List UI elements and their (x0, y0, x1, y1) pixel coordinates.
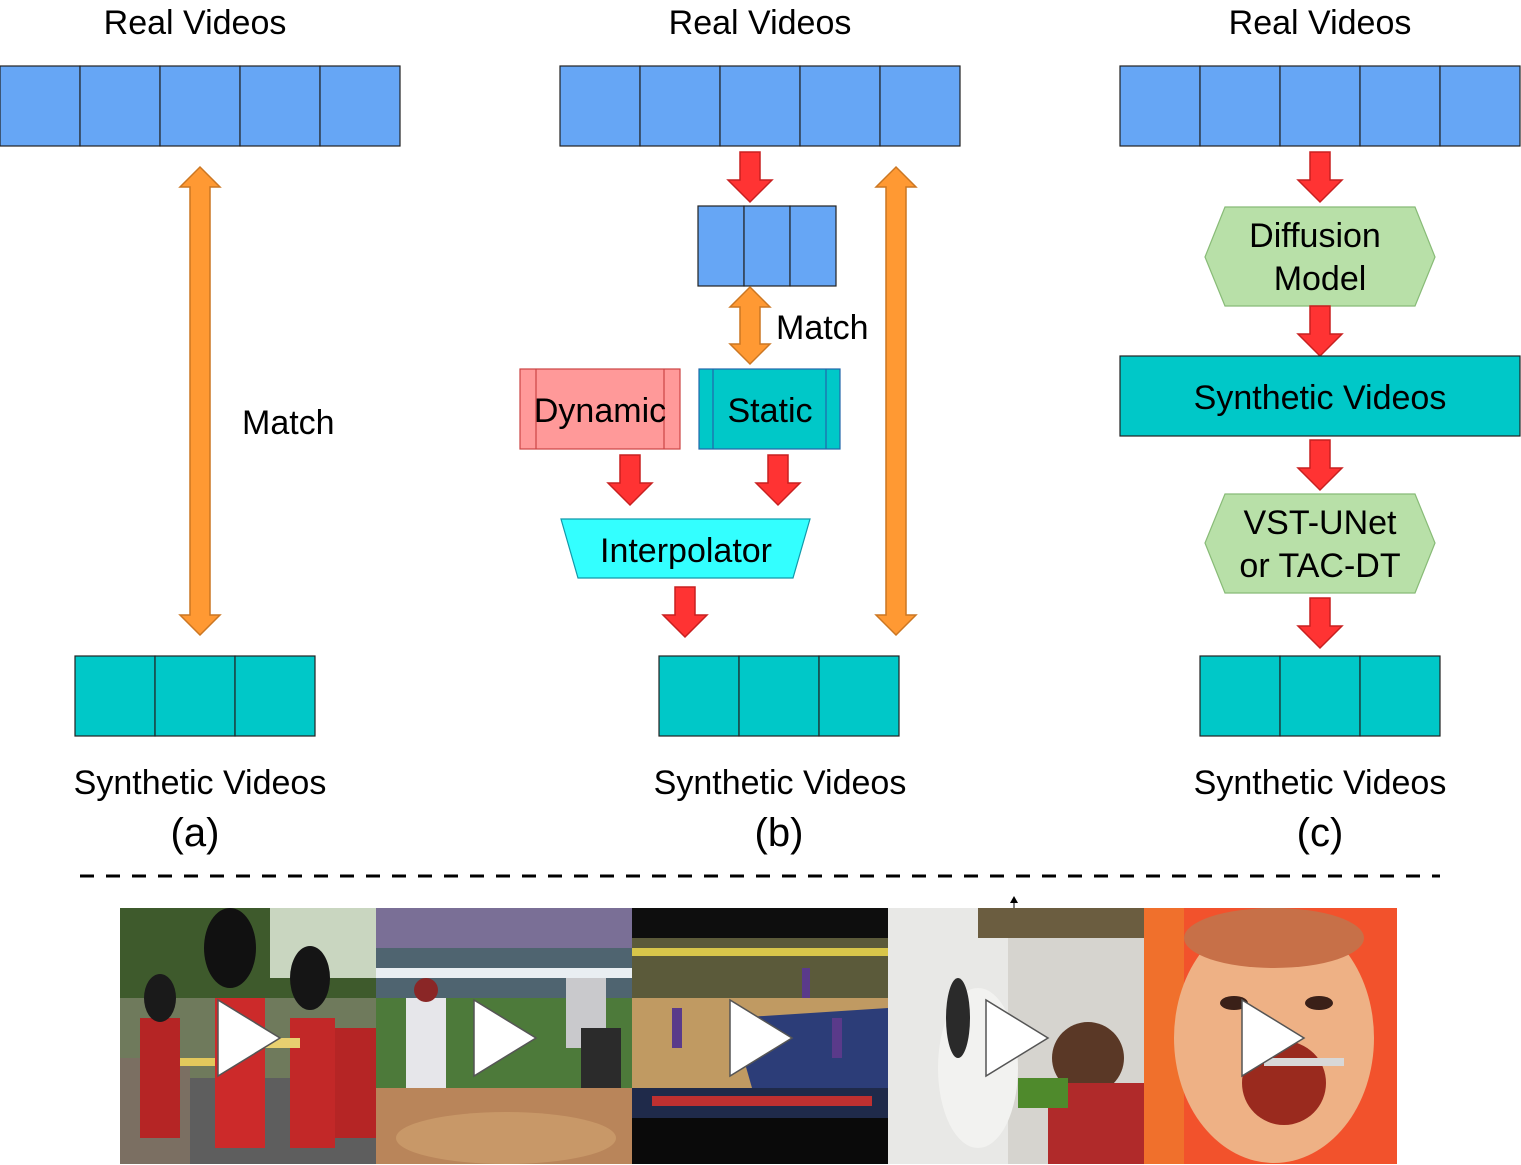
static-memory-box: Static (698, 368, 841, 450)
panel-b-arrow-static-to-interpolator (755, 454, 801, 506)
panel-b-bottom-label: Synthetic Videos (654, 764, 907, 802)
diffusion-model-block: Diffusion Model (1204, 206, 1436, 307)
vst-unet-block: VST-UNet or TAC-DT (1204, 493, 1436, 594)
panel-b-synthetic-videos-strip (658, 655, 900, 737)
panel-c-bottom-label: Synthetic Videos (1194, 764, 1447, 802)
panel-a-real-videos-strip (0, 65, 401, 147)
video-thumb-basketball[interactable] (632, 908, 888, 1164)
panel-c-synthetic-videos-strip (1199, 655, 1441, 737)
panel-a-top-label: Real Videos (104, 4, 287, 42)
panel-b-arrow-real-to-subset (727, 151, 773, 203)
panel-b-sampled-frames (697, 205, 837, 287)
panel-c-arrow-real-to-diffusion (1297, 151, 1343, 203)
video-thumb-child-eating[interactable] (1144, 908, 1397, 1164)
static-label: Static (727, 392, 812, 430)
panel-c-caption: (c) (1297, 811, 1344, 855)
dynamic-label: Dynamic (534, 392, 666, 430)
panel-b-match-arrow (728, 285, 772, 366)
video-thumb-marching-band[interactable] (120, 908, 376, 1164)
panel-b-top-label: Real Videos (669, 4, 852, 42)
panel-a-bottom-label: Synthetic Videos (74, 764, 327, 802)
diffusion-label-line2: Model (1274, 260, 1367, 298)
synthetic-box-label: Synthetic Videos (1194, 379, 1447, 417)
panel-b-match-label: Match (776, 309, 869, 347)
panel-b-long-match-arrow (874, 165, 918, 637)
panel-b-caption: (b) (755, 811, 804, 855)
interpolator-block: Interpolator (560, 518, 811, 579)
panel-c-arrow-diffusion-to-synthetic (1297, 305, 1343, 357)
interpolator-label: Interpolator (600, 532, 772, 570)
panel-a-caption: (a) (171, 811, 220, 855)
panel-a-match-label: Match (242, 404, 335, 442)
vst-label-line1: VST-UNet (1243, 504, 1397, 542)
video-thumb-punching-bag[interactable] (888, 908, 1144, 1164)
panel-b-arrow-dynamic-to-interpolator (607, 454, 653, 506)
panel-c-top-label: Real Videos (1229, 4, 1412, 42)
dynamic-memory-box: Dynamic (519, 368, 681, 450)
video-thumb-baseball[interactable] (376, 908, 632, 1164)
play-icon (985, 998, 1050, 1078)
diffusion-label-line1: Diffusion (1249, 217, 1381, 255)
panel-c-arrow-synthetic-to-vst (1297, 439, 1343, 491)
play-icon (1241, 998, 1306, 1078)
panel-c: Real Videos Diffusion Model Synthetic Vi… (1119, 4, 1521, 855)
panel-c-arrow-vst-to-synthetic (1297, 597, 1343, 649)
play-icon (217, 998, 282, 1078)
panel-a-synthetic-videos-strip (74, 655, 316, 737)
synthetic-videos-box: Synthetic Videos (1119, 355, 1521, 437)
play-icon (729, 998, 794, 1078)
panel-a: Real Videos Match Synthetic Videos (a) (0, 4, 401, 855)
vst-label-line2: or TAC-DT (1239, 547, 1400, 585)
play-icon (473, 998, 538, 1078)
panel-b: Real Videos Match Dynamic Static (519, 4, 961, 855)
panel-b-arrow-interpolator-to-synthetic (662, 586, 708, 638)
panel-b-real-videos-strip (559, 65, 961, 147)
panel-a-match-arrow (178, 165, 222, 637)
panel-c-real-videos-strip (1119, 65, 1521, 147)
